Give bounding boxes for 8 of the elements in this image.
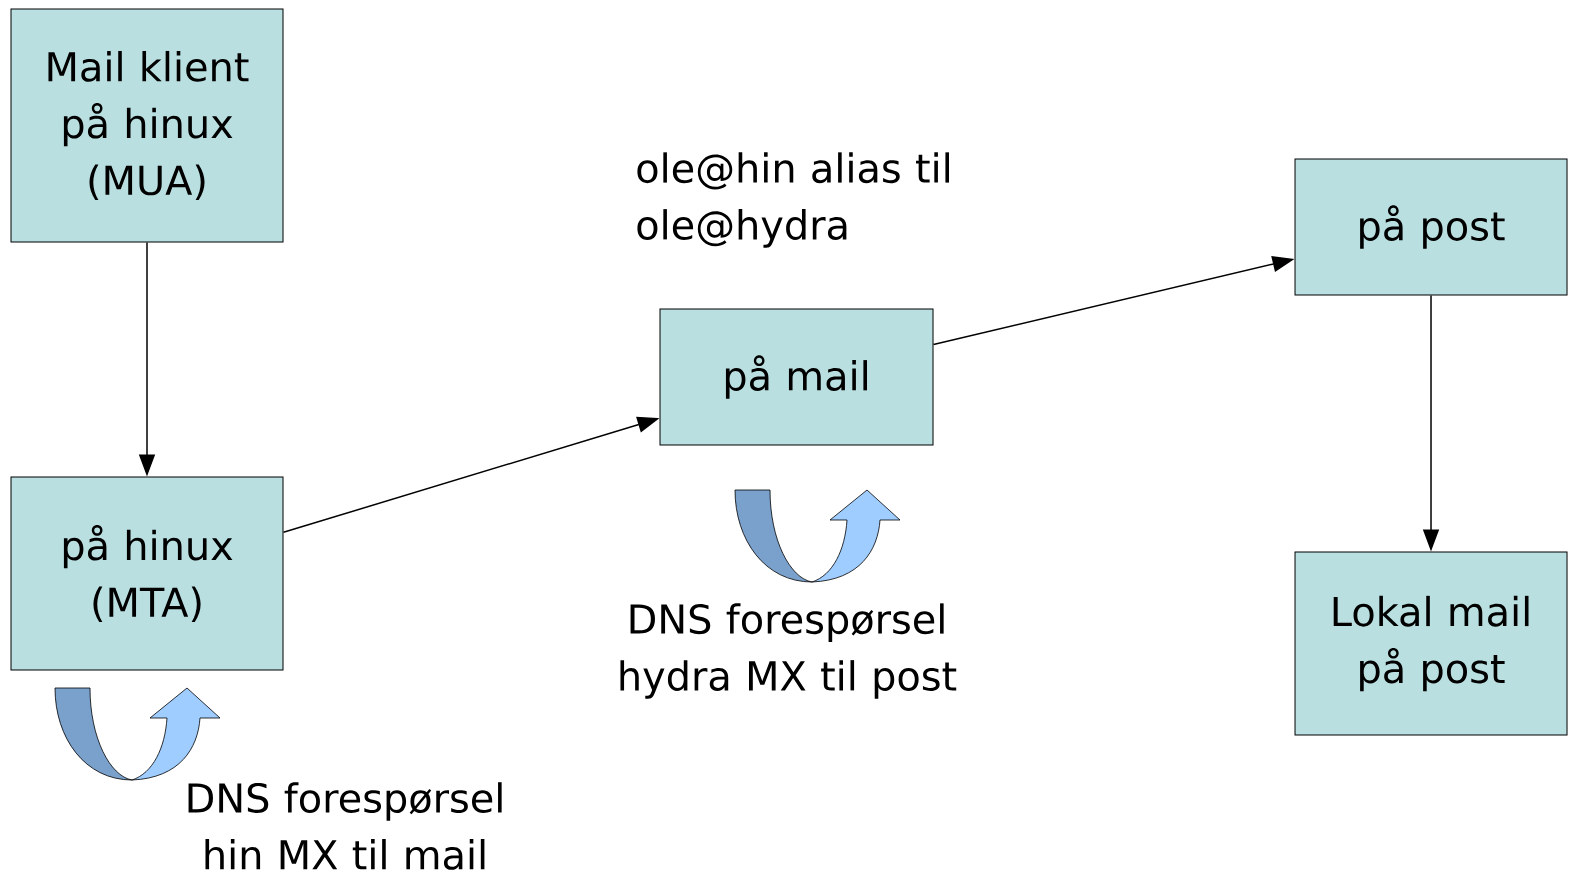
process-box: Mail klient på hinux (MUA) <box>10 8 284 243</box>
process-box: på mail <box>659 308 934 446</box>
note-text: ole@hin alias til ole@hydra <box>637 152 949 248</box>
note-text: DNS forespørsel hin MX til mail <box>188 782 502 870</box>
process-box: Lokal mail på post <box>1294 551 1568 736</box>
process-box: på post <box>1294 158 1568 296</box>
process-box: på hinux (MTA) <box>10 476 284 671</box>
note-text: DNS forespørsel hydra MX til post <box>620 603 957 699</box>
